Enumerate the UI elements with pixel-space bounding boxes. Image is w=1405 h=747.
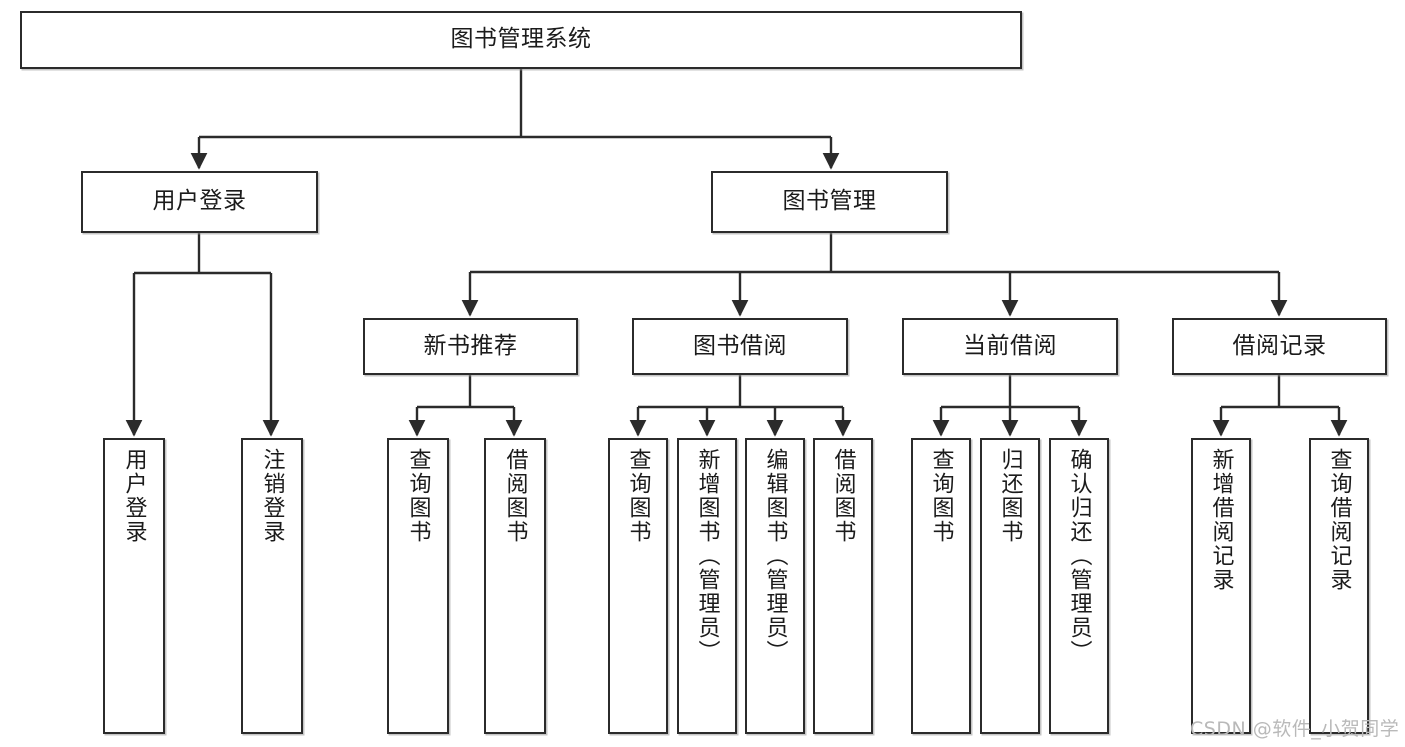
node-leaf-user-logout-label: 注销登录 — [259, 448, 285, 544]
node-book-management-label: 图书管理 — [782, 188, 877, 215]
node-borrow-record-label: 借阅记录 — [1232, 332, 1327, 359]
node-leaf-user-login-label: 用户登录 — [121, 448, 147, 544]
node-root[interactable]: 图书管理系统 — [20, 11, 1022, 69]
node-leaf-return-book[interactable]: 归还图书 — [980, 438, 1040, 734]
node-leaf-query-book-2-label: 查询图书 — [625, 448, 651, 544]
node-leaf-confirm-return[interactable]: 确认归还（管理员） — [1049, 438, 1109, 734]
node-leaf-query-book-1-label: 查询图书 — [405, 448, 431, 544]
node-leaf-add-book[interactable]: 新增图书（管理员） — [677, 438, 737, 734]
node-current-borrow-label: 当前借阅 — [963, 332, 1057, 359]
node-leaf-query-book-1[interactable]: 查询图书 — [387, 438, 449, 734]
node-root-label: 图书管理系统 — [450, 26, 592, 53]
node-leaf-confirm-return-label: 确认归还（管理员） — [1066, 448, 1092, 664]
node-leaf-add-record[interactable]: 新增借阅记录 — [1191, 438, 1251, 734]
node-leaf-query-record[interactable]: 查询借阅记录 — [1309, 438, 1369, 734]
node-leaf-borrow-book-2[interactable]: 借阅图书 — [813, 438, 873, 734]
node-borrow-record[interactable]: 借阅记录 — [1172, 318, 1387, 375]
csdn-watermark: CSDN @软件_小贺同学 — [1190, 718, 1400, 740]
node-leaf-query-book-3-label: 查询图书 — [928, 448, 954, 544]
node-user-login-label: 用户登录 — [152, 188, 247, 215]
node-user-login[interactable]: 用户登录 — [81, 171, 318, 233]
node-new-book-recommend[interactable]: 新书推荐 — [363, 318, 578, 375]
node-book-borrow-label: 图书借阅 — [693, 332, 787, 359]
node-leaf-borrow-book-1[interactable]: 借阅图书 — [484, 438, 546, 734]
node-book-management[interactable]: 图书管理 — [711, 171, 948, 233]
node-new-book-recommend-label: 新书推荐 — [423, 332, 518, 359]
node-leaf-user-logout[interactable]: 注销登录 — [241, 438, 303, 734]
node-current-borrow[interactable]: 当前借阅 — [902, 318, 1118, 375]
node-leaf-borrow-book-2-label: 借阅图书 — [830, 448, 856, 544]
node-leaf-query-book-3[interactable]: 查询图书 — [911, 438, 971, 734]
node-leaf-edit-book-label: 编辑图书（管理员） — [762, 448, 788, 664]
node-leaf-edit-book[interactable]: 编辑图书（管理员） — [745, 438, 805, 734]
node-leaf-add-book-label: 新增图书（管理员） — [694, 448, 720, 664]
node-leaf-return-book-label: 归还图书 — [997, 448, 1023, 544]
node-book-borrow[interactable]: 图书借阅 — [632, 318, 848, 375]
node-leaf-user-login[interactable]: 用户登录 — [103, 438, 165, 734]
node-leaf-query-record-label: 查询借阅记录 — [1326, 448, 1352, 592]
node-leaf-query-book-2[interactable]: 查询图书 — [608, 438, 668, 734]
node-leaf-add-record-label: 新增借阅记录 — [1208, 448, 1234, 592]
node-leaf-borrow-book-1-label: 借阅图书 — [502, 448, 528, 544]
